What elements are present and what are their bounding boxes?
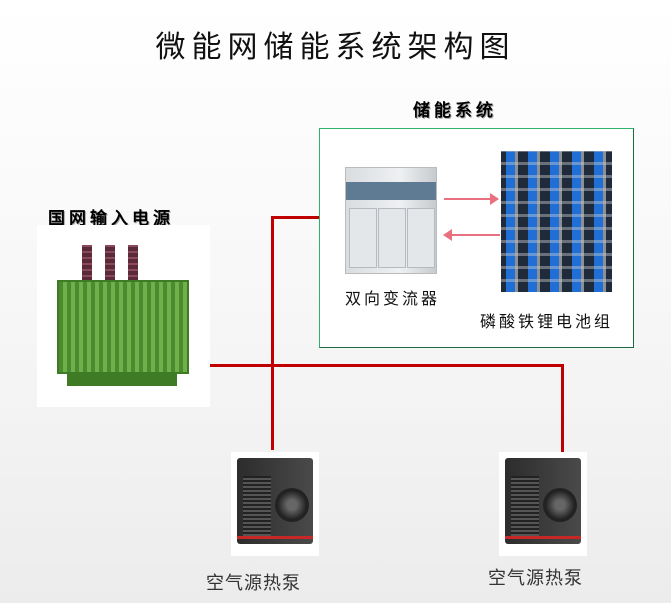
arrow-left-to-converter xyxy=(446,234,500,236)
line-grid-bus xyxy=(188,364,564,367)
pump-stripe xyxy=(237,536,313,539)
line-left-pump-drop xyxy=(271,216,274,450)
transformer-base xyxy=(67,372,177,386)
pump-fan-icon xyxy=(275,488,309,522)
converter-door xyxy=(407,208,435,268)
air-source-heat-pump-image xyxy=(231,452,319,556)
bushing xyxy=(128,245,138,281)
pump-grill xyxy=(243,476,271,538)
pump-fan-icon xyxy=(543,488,577,522)
transformer-tank xyxy=(57,280,189,374)
bushing xyxy=(82,245,92,281)
line-converter-feed xyxy=(271,216,351,219)
grid-input-label: 国网输入电源 xyxy=(48,209,174,229)
arrow-left-head-icon xyxy=(443,229,452,241)
diagram-title: 微能网储能系统架构图 xyxy=(155,30,516,65)
arrow-right-to-battery xyxy=(444,198,498,200)
battery-label: 磷酸铁锂电池组 xyxy=(480,312,614,331)
pump-body xyxy=(505,458,581,544)
converter-door xyxy=(349,208,377,268)
storage-system-label: 储能系统 xyxy=(413,101,497,121)
air-source-heat-pump-image xyxy=(499,452,587,556)
transformer-image xyxy=(37,225,210,407)
pump-stripe xyxy=(505,536,581,539)
arrow-right-head-icon xyxy=(490,193,499,205)
converter-band xyxy=(346,182,436,200)
converter-label: 双向变流器 xyxy=(345,289,441,308)
line-right-pump-drop xyxy=(561,364,564,452)
bidirectional-converter-image xyxy=(345,167,437,274)
pump-body xyxy=(237,458,313,544)
heat-pump-label-left: 空气源热泵 xyxy=(206,573,301,594)
heat-pump-label-right: 空气源热泵 xyxy=(488,568,583,589)
lfp-battery-pack-image xyxy=(501,151,612,292)
bushing xyxy=(105,245,115,281)
pump-grill xyxy=(511,476,539,538)
converter-door xyxy=(378,208,406,268)
